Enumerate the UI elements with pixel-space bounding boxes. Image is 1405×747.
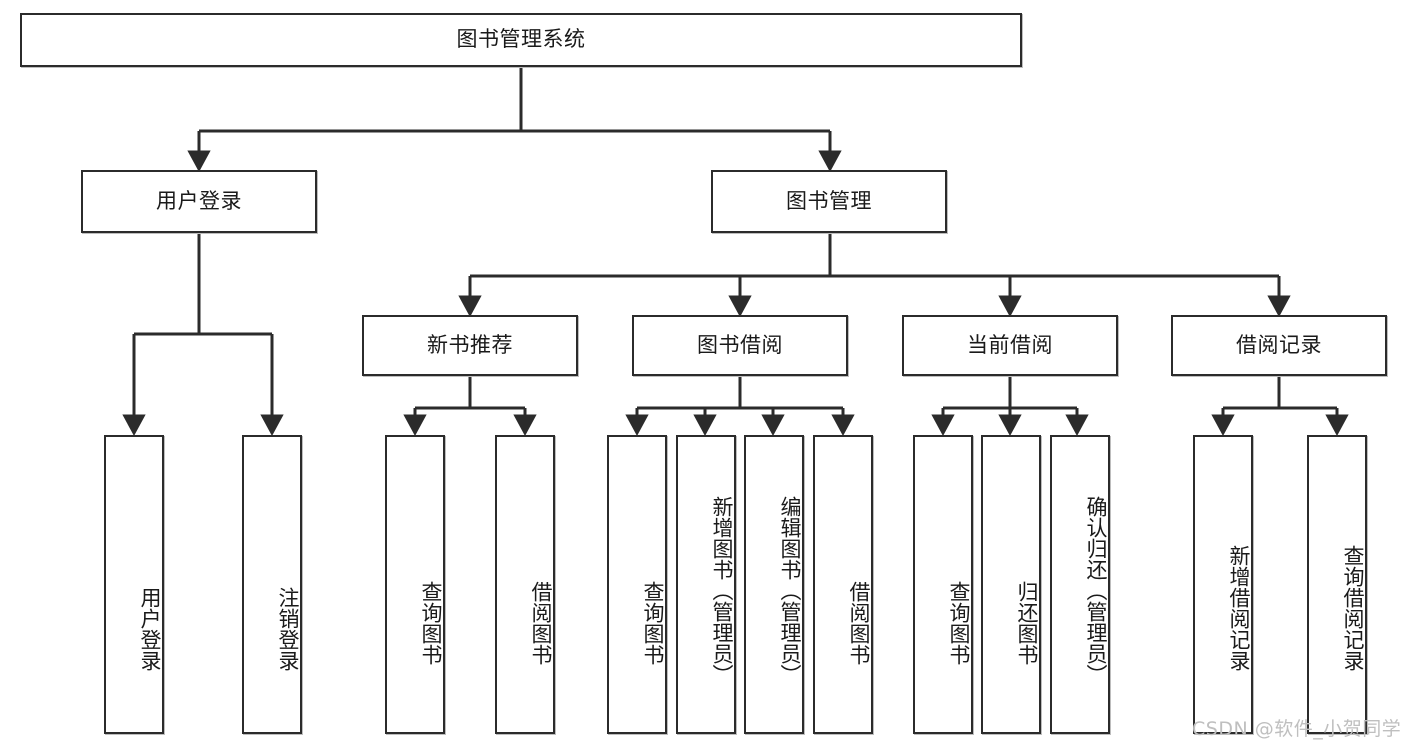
node-leaf-edit-book-label: 编辑图书（管理员）: [778, 496, 802, 685]
node-leaf-add-record[interactable]: 新增借阅记录: [1193, 435, 1253, 734]
node-leaf-query-record-label: 查询借阅记录: [1341, 544, 1365, 671]
node-leaf-add-record-label: 新增借阅记录: [1227, 544, 1251, 671]
node-borrow-record-label: 借阅记录: [1236, 332, 1322, 357]
node-leaf-query-book-3[interactable]: 查询图书: [913, 435, 973, 734]
node-leaf-query-book-3-label: 查询图书: [947, 581, 971, 665]
node-leaf-query-book-1[interactable]: 查询图书: [385, 435, 445, 734]
node-leaf-add-book-label: 新增图书（管理员）: [710, 496, 734, 685]
node-leaf-logout-login-label: 注销登录: [276, 586, 300, 671]
node-borrow-record[interactable]: 借阅记录: [1171, 315, 1387, 376]
node-current-borrow[interactable]: 当前借阅: [902, 315, 1118, 376]
node-leaf-add-book[interactable]: 新增图书（管理员）: [676, 435, 736, 734]
node-leaf-user-login-label: 用户登录: [138, 586, 162, 671]
node-leaf-edit-book[interactable]: 编辑图书（管理员）: [744, 435, 804, 734]
node-book-management-label: 图书管理: [786, 188, 872, 213]
node-leaf-query-book-2[interactable]: 查询图书: [607, 435, 667, 734]
node-leaf-confirm-return-label: 确认归还（管理员）: [1084, 496, 1108, 685]
node-leaf-user-login[interactable]: 用户登录: [104, 435, 164, 734]
node-leaf-logout-login[interactable]: 注销登录: [242, 435, 302, 734]
node-root[interactable]: 图书管理系统: [20, 13, 1022, 67]
node-leaf-confirm-return[interactable]: 确认归还（管理员）: [1050, 435, 1110, 734]
node-leaf-borrow-book-2[interactable]: 借阅图书: [813, 435, 873, 734]
csdn-watermark: CSDN @软件_小贺同学: [1192, 718, 1402, 740]
node-leaf-borrow-book-2-label: 借阅图书: [847, 581, 871, 665]
node-book-management[interactable]: 图书管理: [711, 170, 947, 233]
node-leaf-return-book-label: 归还图书: [1015, 581, 1039, 665]
node-leaf-borrow-book-1[interactable]: 借阅图书: [495, 435, 555, 734]
node-book-borrow[interactable]: 图书借阅: [632, 315, 848, 376]
node-user-login[interactable]: 用户登录: [81, 170, 317, 233]
node-current-borrow-label: 当前借阅: [967, 332, 1053, 357]
node-leaf-query-book-1-label: 查询图书: [419, 581, 443, 665]
node-leaf-return-book[interactable]: 归还图书: [981, 435, 1041, 734]
node-root-label: 图书管理系统: [456, 27, 586, 52]
node-leaf-borrow-book-1-label: 借阅图书: [529, 581, 553, 665]
node-leaf-query-record[interactable]: 查询借阅记录: [1307, 435, 1367, 734]
node-book-borrow-label: 图书借阅: [697, 332, 783, 357]
node-new-book-recommend[interactable]: 新书推荐: [362, 315, 578, 376]
node-new-book-recommend-label: 新书推荐: [427, 332, 513, 357]
node-user-login-label: 用户登录: [156, 188, 242, 213]
node-leaf-query-book-2-label: 查询图书: [641, 581, 665, 665]
